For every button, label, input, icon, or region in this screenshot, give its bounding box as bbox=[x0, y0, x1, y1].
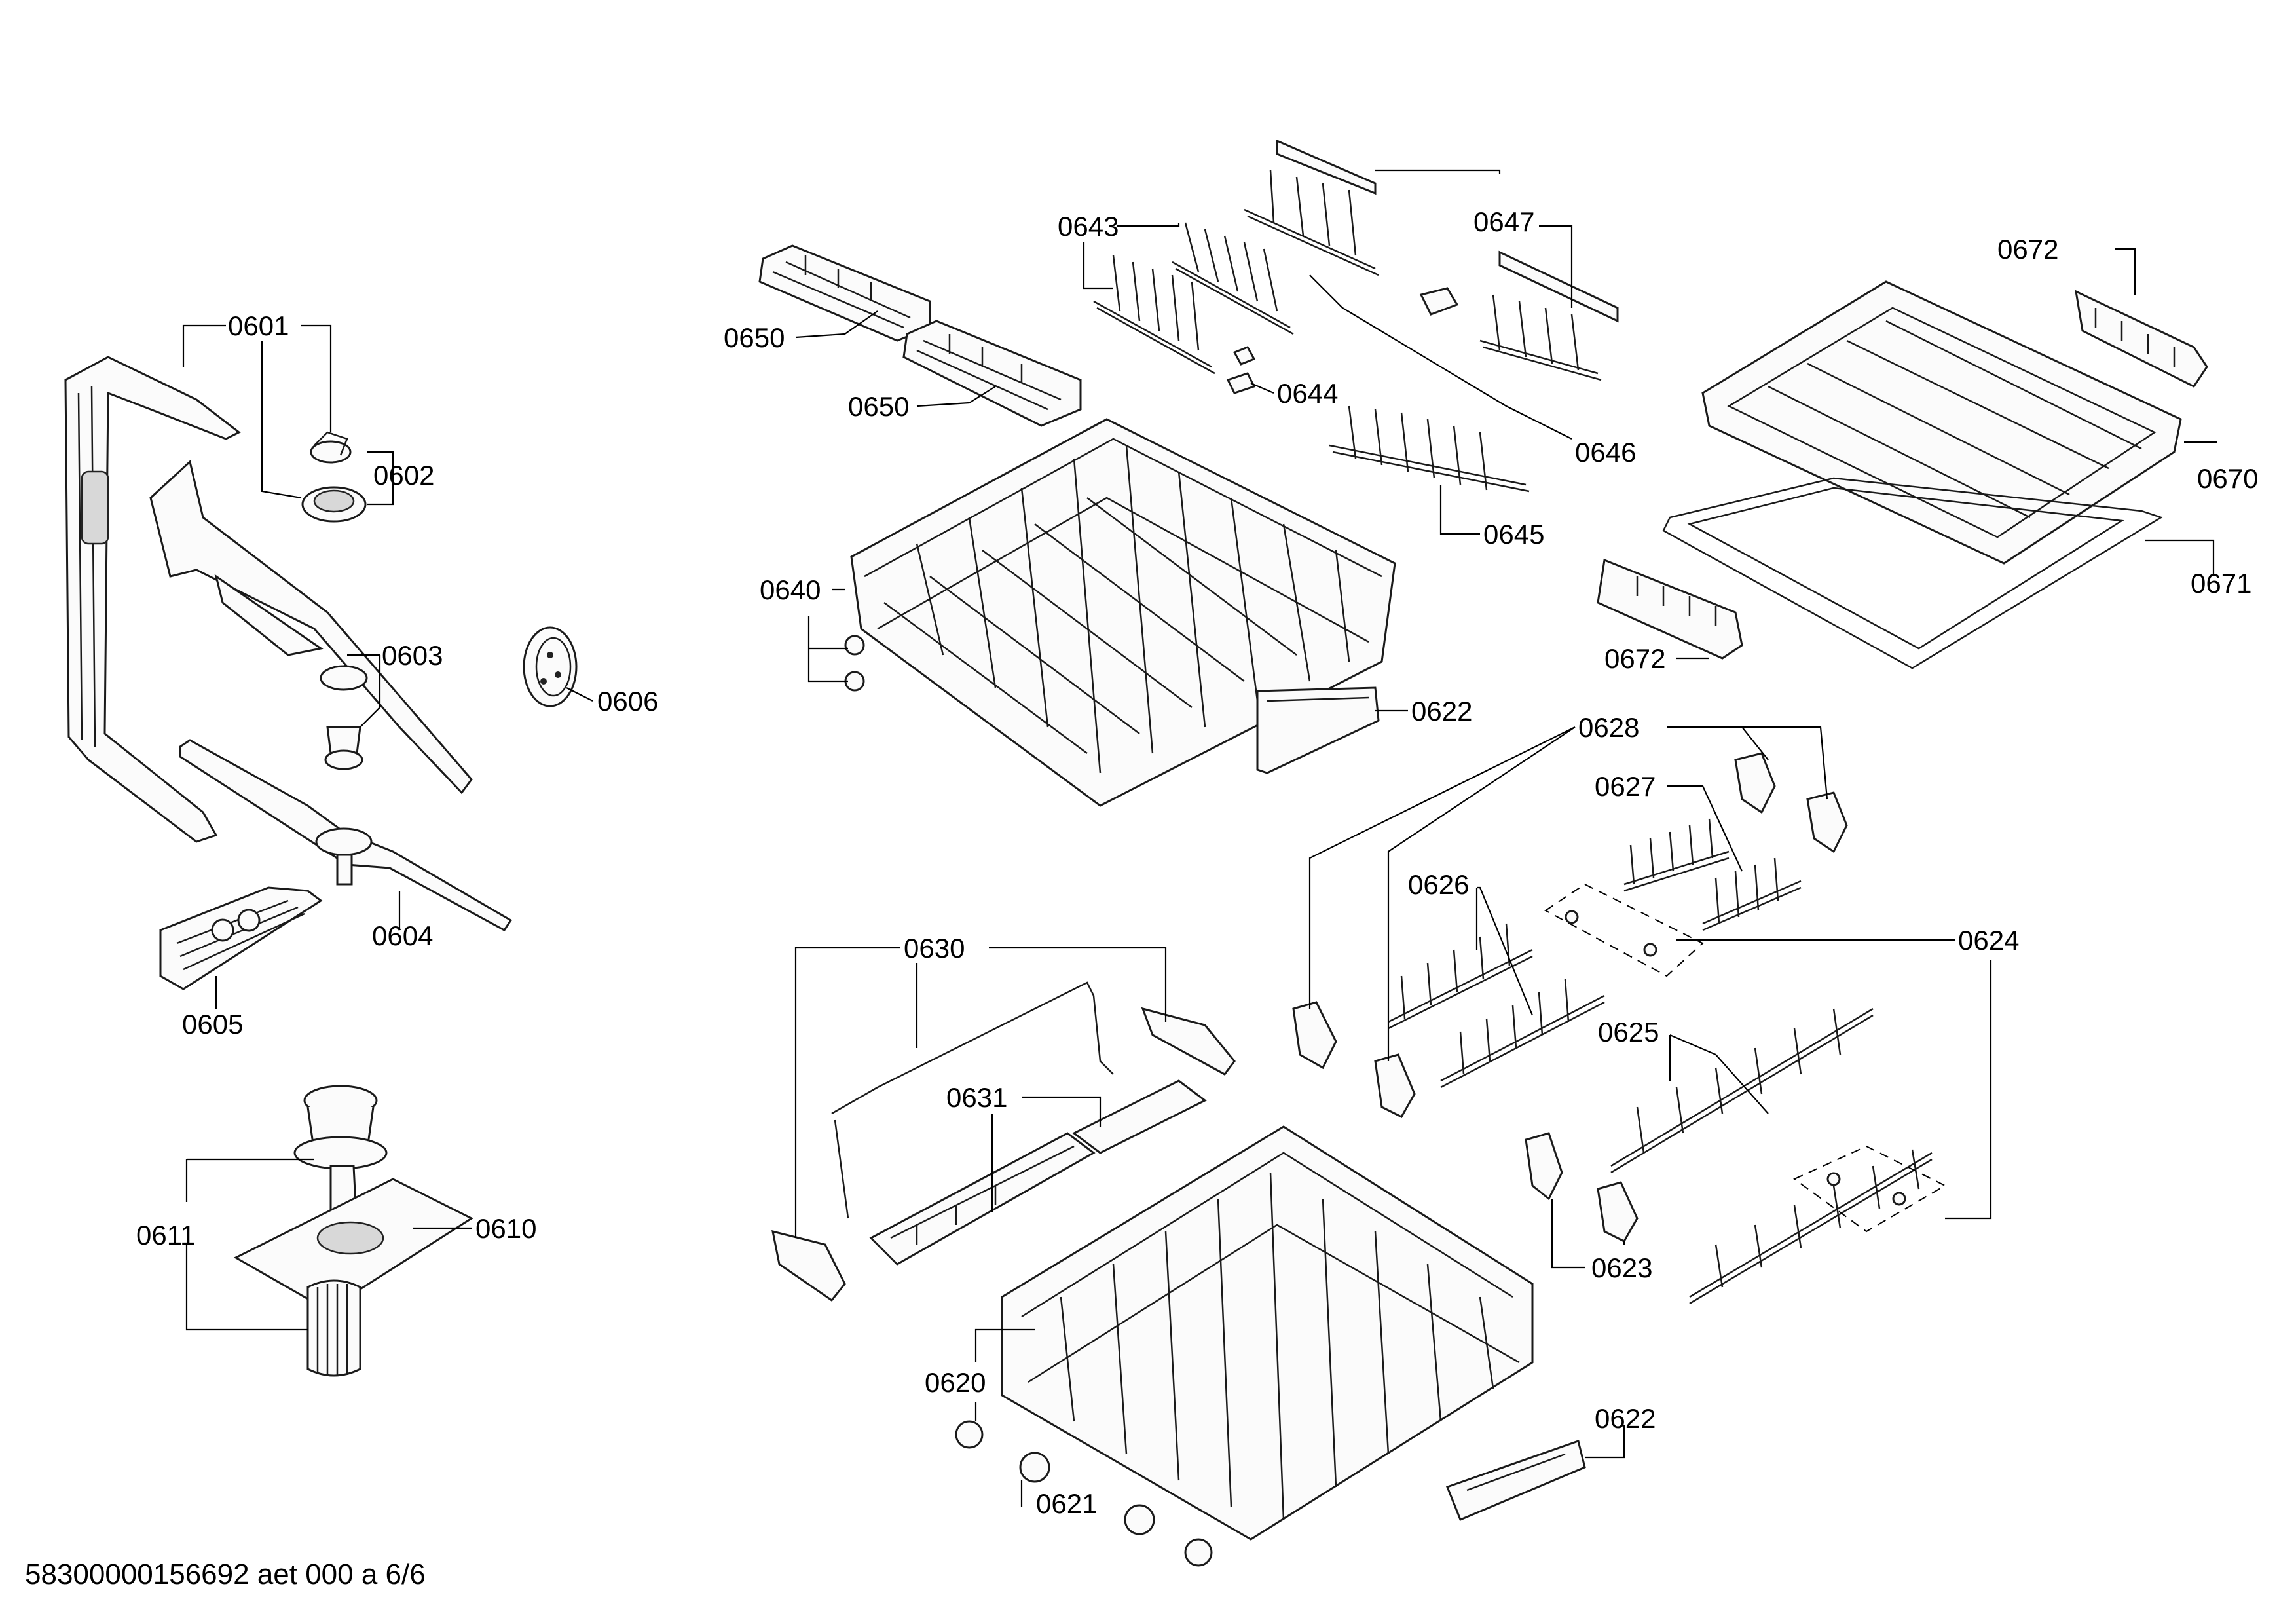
part-0604-lower-spray-arm bbox=[179, 739, 513, 931]
part-0645-tine-row bbox=[1329, 405, 1530, 493]
callout-0611: 0611 bbox=[136, 1220, 195, 1250]
callout-0622-lower: 0622 bbox=[1595, 1403, 1656, 1434]
callout-0647: 0647 bbox=[1473, 206, 1534, 237]
callout-0640: 0640 bbox=[760, 574, 821, 605]
part-0621-wheels bbox=[955, 1420, 1213, 1567]
callout-0671: 0671 bbox=[2191, 568, 2251, 599]
part-0650-cup-racks bbox=[758, 244, 1082, 427]
callout-0631: 0631 bbox=[946, 1082, 1007, 1113]
callout-0620: 0620 bbox=[925, 1367, 986, 1398]
part-0605-fine-filter bbox=[159, 886, 323, 990]
part-0647-tine-row bbox=[1244, 139, 1619, 381]
part-0622-lower-handle bbox=[1446, 1440, 1586, 1521]
part-0627-racks bbox=[1623, 818, 1802, 931]
callout-0627: 0627 bbox=[1595, 771, 1656, 802]
callout-0672-a: 0672 bbox=[1997, 234, 2058, 265]
callout-0625: 0625 bbox=[1598, 1017, 1659, 1047]
part-0631-cup-shelves bbox=[869, 1079, 1207, 1266]
callout-0626: 0626 bbox=[1408, 869, 1469, 900]
callout-labels: 0601 0602 0603 0604 0605 0606 0610 0611 … bbox=[136, 206, 2258, 1519]
part-0610-0611-filter-assembly bbox=[233, 1085, 474, 1377]
leader-lines bbox=[182, 169, 2217, 1507]
part-0622-upper-handle bbox=[1256, 686, 1380, 774]
callout-0645: 0645 bbox=[1483, 519, 1544, 550]
callout-0610: 0610 bbox=[475, 1213, 536, 1244]
document-id: 58300000156692 aet 000 a 6/6 bbox=[25, 1558, 426, 1590]
callout-0604: 0604 bbox=[372, 920, 433, 951]
callout-0628: 0628 bbox=[1578, 712, 1639, 743]
callout-0621: 0621 bbox=[1036, 1488, 1097, 1519]
callout-0643: 0643 bbox=[1058, 211, 1119, 242]
part-0630-rack-wire bbox=[771, 981, 1236, 1302]
part-0606-cap bbox=[523, 626, 578, 707]
callout-0622-upper: 0622 bbox=[1411, 696, 1472, 726]
callout-0605: 0605 bbox=[182, 1009, 243, 1040]
callout-0602: 0602 bbox=[373, 460, 434, 491]
callout-0606: 0606 bbox=[597, 686, 658, 717]
callout-0672-b: 0672 bbox=[1604, 643, 1665, 674]
part-0603-upper-spray-arm bbox=[149, 460, 473, 795]
callout-0670: 0670 bbox=[2197, 463, 2258, 494]
callout-0624: 0624 bbox=[1958, 925, 2019, 956]
part-0602-bearing bbox=[301, 431, 367, 523]
callout-0601: 0601 bbox=[228, 310, 289, 341]
part-0672-rails bbox=[1597, 290, 2208, 660]
callout-0646: 0646 bbox=[1575, 437, 1636, 468]
part-0628-clips bbox=[1292, 752, 1848, 1118]
callout-0644: 0644 bbox=[1277, 378, 1338, 409]
callout-0603: 0603 bbox=[382, 640, 443, 671]
part-0670-cutlery-tray bbox=[1701, 280, 2182, 565]
part-0620-lower-basket bbox=[1001, 1125, 1534, 1541]
part-0625-racks bbox=[1610, 1007, 1933, 1305]
part-0624-fixings bbox=[1544, 883, 1947, 1233]
part-0626-racks bbox=[1388, 923, 1605, 1089]
callout-0650-a: 0650 bbox=[724, 322, 785, 353]
part-0623-clips bbox=[1525, 1132, 1639, 1243]
callout-0650-b: 0650 bbox=[848, 391, 909, 422]
part-0644-clip bbox=[1226, 346, 1256, 394]
part-0643-tine-row bbox=[1093, 222, 1294, 375]
part-0601-supply-pipe bbox=[64, 356, 241, 843]
callout-0623: 0623 bbox=[1591, 1252, 1652, 1283]
part-0671-tray-frame bbox=[1662, 477, 2163, 669]
callout-0630: 0630 bbox=[904, 933, 965, 964]
